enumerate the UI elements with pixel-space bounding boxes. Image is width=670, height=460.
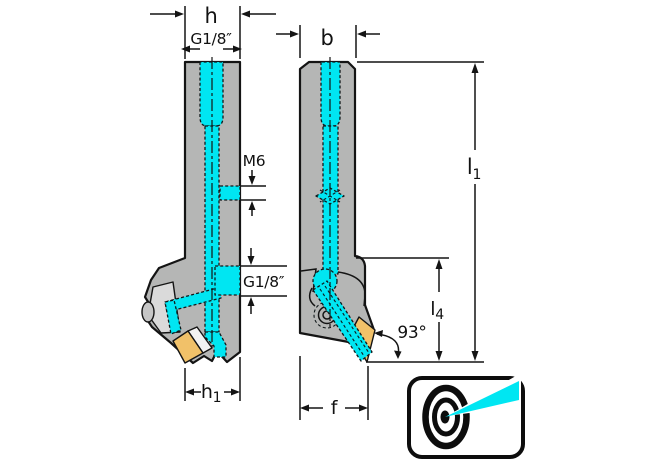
side-coolant-to-insert	[164, 299, 182, 335]
dim-angle-label: 93°	[397, 323, 426, 343]
front-coolant-jet	[312, 280, 373, 362]
dim-h-label: h	[204, 4, 217, 28]
front-clamp	[337, 271, 366, 307]
dim-g18-side: G1/8″	[241, 248, 287, 314]
dim-l4-label: l4	[430, 298, 444, 323]
dim-m6: M6	[241, 152, 266, 216]
side-insert	[172, 330, 204, 364]
coolant-beam	[445, 381, 519, 417]
dim-f: f	[299, 356, 369, 420]
dim-h: h	[150, 4, 276, 59]
front-view: b l1 l4 93°	[276, 25, 484, 420]
dim-angle: 93°	[374, 323, 427, 359]
precision-coolant-target-icon	[407, 373, 525, 459]
dim-g18-top: G1/8″	[181, 30, 242, 53]
dim-g18-side-label: G1/8″	[243, 273, 285, 291]
dim-l1: l1	[357, 61, 484, 361]
dim-h1: h1	[184, 357, 241, 406]
side-plug-port-m6	[219, 185, 241, 201]
target-ring-outer	[422, 384, 470, 450]
dim-b: b	[276, 25, 380, 58]
side-coolant-port-side	[214, 265, 241, 296]
dim-l1-label: l1	[467, 155, 481, 183]
side-clamp-screw-bump	[141, 301, 155, 323]
dim-l4: l4	[356, 257, 449, 361]
dim-f-label: f	[331, 397, 339, 419]
front-clamp-left	[308, 287, 316, 307]
dim-m6-label: M6	[243, 152, 266, 170]
target-ring-mid	[432, 397, 460, 437]
dim-b-label: b	[320, 26, 333, 50]
dim-h1-label: h1	[201, 381, 221, 406]
side-view: h G1/8″ M6 G1/8″	[141, 4, 287, 406]
dim-g18-top-label: G1/8″	[190, 30, 232, 48]
beam-gap	[447, 373, 521, 416]
side-coolant-bend	[204, 331, 227, 358]
